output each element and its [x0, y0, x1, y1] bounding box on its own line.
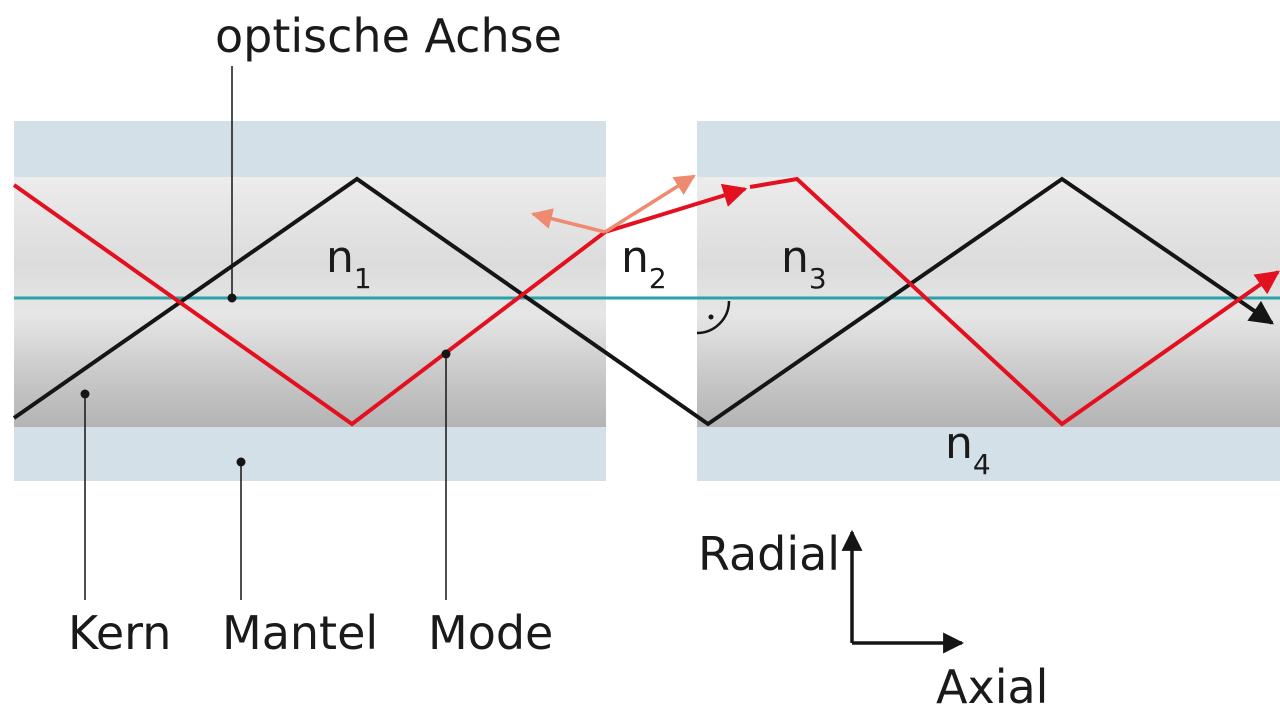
right-cladding-bottom [697, 427, 1280, 481]
core-dot [80, 389, 90, 399]
index-n1-base: n [326, 232, 354, 283]
index-n1-sub: 1 [354, 262, 372, 295]
leader-lines [84, 66, 447, 600]
cladding-label: Mantel [222, 606, 378, 660]
mode-dot [441, 349, 451, 359]
index-n3-sub: 3 [809, 262, 827, 295]
right-angle-mark [696, 300, 731, 335]
index-n2-sub: 2 [649, 262, 667, 295]
index-n2-base: n [621, 232, 649, 283]
index-n2: n2 [621, 232, 667, 295]
radial-label: Radial [698, 527, 840, 581]
cladding-dot [236, 457, 246, 467]
left-cladding-top [14, 121, 606, 177]
reflected-ray-back [530, 208, 606, 234]
optical-axis-label: optische Achse [215, 9, 562, 63]
left-core [14, 177, 606, 427]
index-n4-sub: 4 [973, 448, 991, 481]
mode-label: Mode [428, 606, 553, 660]
core-label: Kern [68, 606, 171, 660]
black-ray [12, 176, 1274, 427]
leader-dots [80, 293, 451, 467]
red-ray-right [749, 176, 1280, 427]
axial-label: Axial [936, 660, 1048, 714]
index-n4-base: n [945, 418, 973, 469]
left-cladding-bottom [14, 427, 606, 481]
right-cladding-top [697, 121, 1280, 177]
index-n3: n3 [781, 232, 827, 295]
right-angle-dot [708, 314, 714, 320]
coordinate-axes [841, 529, 965, 654]
right-core [697, 177, 1280, 427]
right-fiber-segment [697, 121, 1280, 481]
red-ray-left [12, 183, 748, 427]
index-n3-base: n [781, 232, 809, 283]
index-n1: n1 [326, 232, 372, 295]
left-fiber-segment [14, 121, 606, 481]
optical-axis-dot [227, 293, 237, 303]
index-n4: n4 [945, 418, 991, 481]
reflected-ray-up [604, 174, 696, 234]
